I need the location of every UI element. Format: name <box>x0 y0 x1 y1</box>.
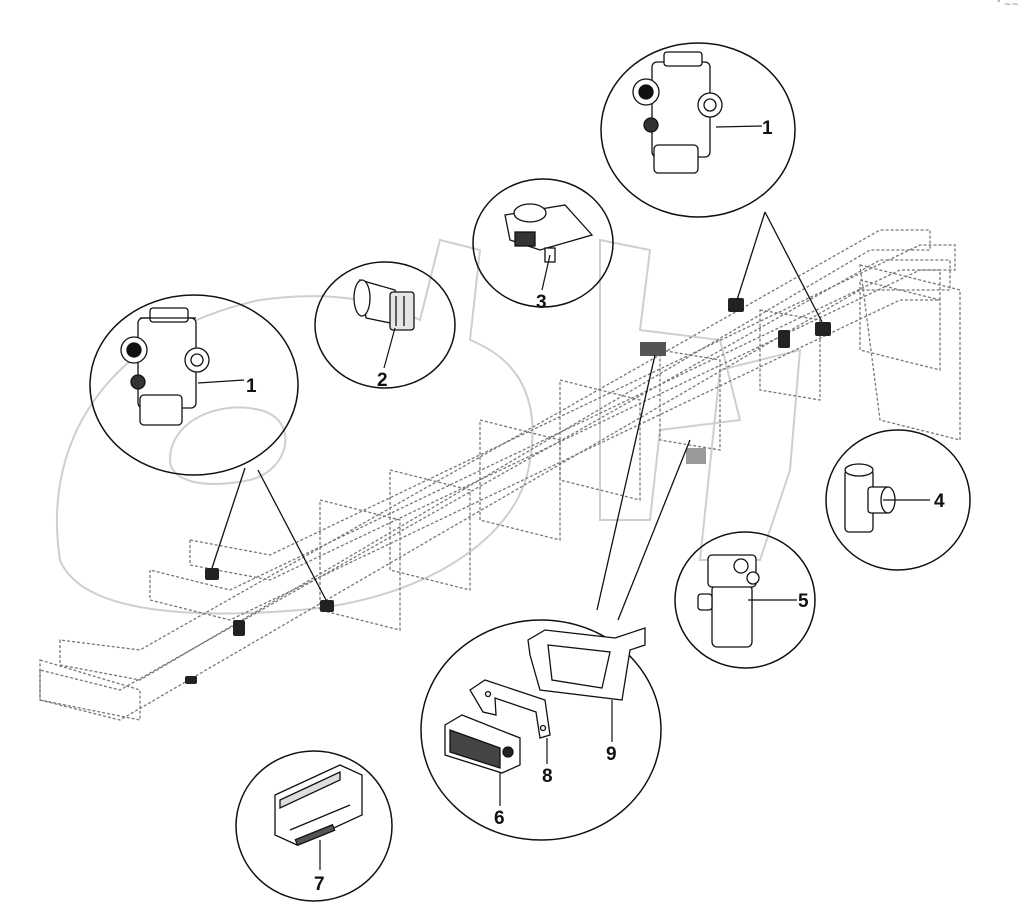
detail-bubbles <box>89 42 971 902</box>
bubble-2 <box>314 261 456 389</box>
callout-9: 9 <box>606 744 617 765</box>
relay-valve-icon <box>697 554 760 648</box>
callout-5: 5 <box>798 591 809 612</box>
module-bracket-icon <box>504 203 594 263</box>
bubble-1-right <box>600 42 796 218</box>
bubble-5 <box>674 531 816 669</box>
bubble-group-6-8-9 <box>420 619 662 841</box>
bubble-3 <box>472 178 614 308</box>
callout-3: 3 <box>536 292 547 313</box>
tee-fitting-icon <box>844 463 896 533</box>
cover-plate-icon <box>527 627 646 701</box>
bubble-7 <box>235 750 393 902</box>
callout-1-right: 1 <box>762 118 773 139</box>
abs-valve-icon <box>120 307 210 426</box>
leader-lines <box>211 211 823 621</box>
control-unit-icon <box>444 714 521 774</box>
callout-numbers: 1 1 2 3 4 5 6 7 8 9 <box>246 118 945 895</box>
chassis-small-parts <box>185 298 831 684</box>
callout-8: 8 <box>542 766 553 787</box>
mounting-bracket-icon <box>469 679 551 739</box>
corner-mark: ˄ ~~ <box>996 0 1019 10</box>
callout-7: 7 <box>314 874 325 895</box>
watermark <box>55 238 802 615</box>
callout-leaders <box>197 125 930 870</box>
callout-4: 4 <box>934 491 945 512</box>
bubble-4 <box>825 429 971 571</box>
abs-valve-icon-2 <box>632 51 723 174</box>
ecu-icon <box>274 764 363 847</box>
sensor-plug-icon <box>353 279 415 331</box>
callout-2: 2 <box>377 370 388 391</box>
callout-1-left: 1 <box>246 376 257 397</box>
callout-6: 6 <box>494 808 505 829</box>
bubble-1-left <box>89 294 299 476</box>
